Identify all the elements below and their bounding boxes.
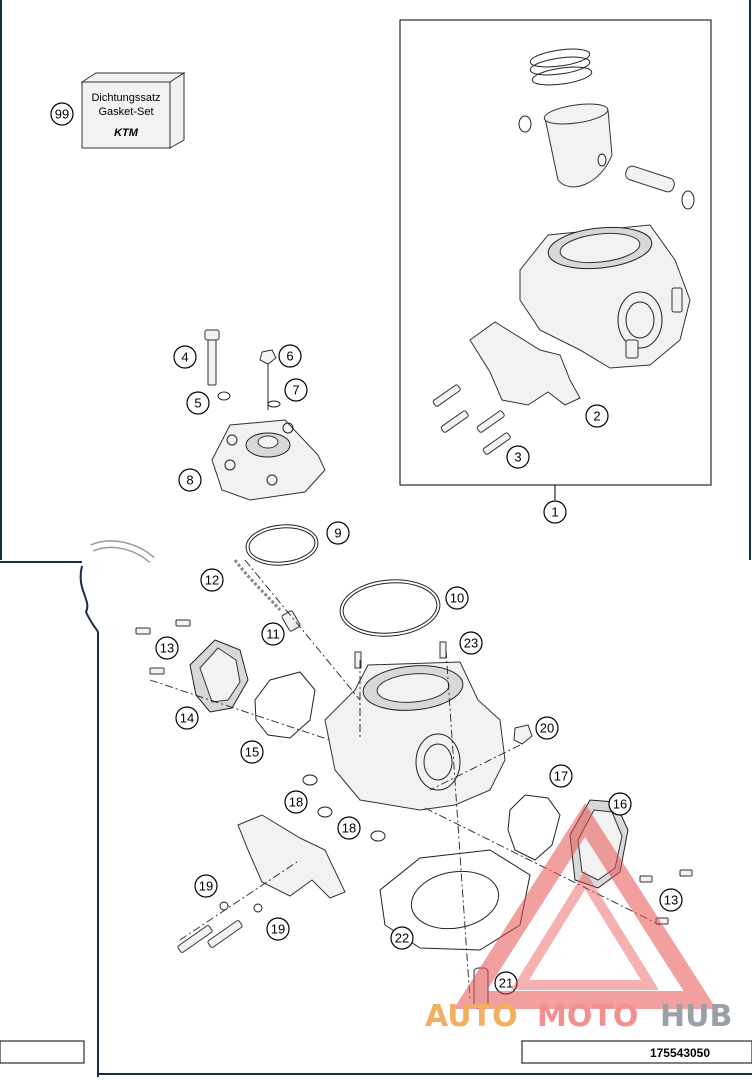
drawing-number: 175543050 bbox=[650, 1046, 710, 1060]
callout-14: 14 bbox=[175, 706, 199, 730]
cylinder-head-illustration bbox=[211, 419, 326, 501]
svg-text:13: 13 bbox=[160, 641, 174, 656]
svg-text:10: 10 bbox=[450, 591, 464, 606]
flange-illustration-upper bbox=[469, 321, 581, 406]
flange-illustration-lower bbox=[177, 814, 346, 953]
svg-text:6: 6 bbox=[286, 349, 293, 364]
callout-3: 3 bbox=[506, 445, 530, 469]
svg-text:22: 22 bbox=[395, 931, 409, 946]
svg-text:HUB: HUB bbox=[660, 999, 732, 1034]
title-block-right bbox=[521, 1040, 752, 1064]
svg-text:AUTO: AUTO bbox=[425, 999, 518, 1034]
svg-text:18: 18 bbox=[342, 821, 356, 836]
gasket-kit-box: Dichtungssatz Gasket-Set KTM bbox=[80, 72, 186, 149]
svg-text:15: 15 bbox=[245, 745, 259, 760]
svg-text:19: 19 bbox=[199, 879, 213, 894]
o-ring-9 bbox=[245, 524, 319, 566]
watermark-logo: AUTO MOTO HUB bbox=[425, 803, 732, 1034]
o-ring-10 bbox=[339, 579, 441, 637]
callout-21: 21 bbox=[494, 971, 518, 995]
svg-text:MOTO: MOTO bbox=[537, 999, 638, 1034]
callout-18-upper: 18 bbox=[284, 790, 308, 814]
hose-illustration bbox=[90, 540, 155, 564]
piston-rings-illustration bbox=[529, 48, 593, 86]
callout-8: 8 bbox=[178, 468, 202, 492]
callout-13-right: 13 bbox=[659, 888, 683, 912]
callout-5: 5 bbox=[186, 391, 210, 415]
callout-99: 99 bbox=[50, 102, 74, 126]
svg-text:3: 3 bbox=[514, 450, 521, 465]
callout-6: 6 bbox=[278, 344, 302, 368]
assembly-lines bbox=[149, 559, 661, 1001]
head-bolt-illustration bbox=[204, 329, 231, 401]
svg-text:13: 13 bbox=[664, 893, 678, 908]
cable-12 bbox=[233, 559, 301, 632]
exhaust-flange-illustration bbox=[189, 639, 249, 713]
bolt-set-3 bbox=[432, 384, 511, 455]
ktm-logo: KTM bbox=[114, 127, 139, 139]
svg-text:7: 7 bbox=[292, 383, 299, 398]
kit-label-line1: Dichtungssatz bbox=[91, 92, 160, 104]
callout-16: 16 bbox=[608, 792, 632, 816]
head-nut-illustration bbox=[259, 349, 281, 410]
svg-text:12: 12 bbox=[205, 573, 219, 588]
svg-text:99: 99 bbox=[55, 107, 69, 122]
callout-2: 2 bbox=[585, 404, 609, 428]
callout-7: 7 bbox=[284, 378, 308, 402]
callout-22: 22 bbox=[390, 926, 414, 950]
svg-text:9: 9 bbox=[334, 526, 341, 541]
svg-text:16: 16 bbox=[613, 797, 627, 812]
callout-1: 1 bbox=[543, 500, 567, 524]
svg-text:8: 8 bbox=[186, 473, 193, 488]
title-block-left bbox=[0, 1040, 85, 1064]
svg-text:5: 5 bbox=[194, 396, 201, 411]
cylinder-illustration-upper bbox=[519, 224, 691, 369]
svg-text:18: 18 bbox=[289, 795, 303, 810]
svg-text:23: 23 bbox=[464, 636, 478, 651]
o-rings-18 bbox=[302, 774, 386, 842]
svg-text:4: 4 bbox=[181, 350, 188, 365]
svg-text:1: 1 bbox=[551, 505, 558, 520]
svg-text:11: 11 bbox=[266, 627, 280, 642]
callout-19-left: 19 bbox=[194, 874, 218, 898]
svg-text:20: 20 bbox=[540, 721, 554, 736]
flange-gasket-illustration bbox=[254, 671, 316, 739]
piston-illustration bbox=[518, 103, 695, 210]
svg-text:17: 17 bbox=[554, 769, 568, 784]
svg-text:14: 14 bbox=[180, 711, 194, 726]
svg-text:2: 2 bbox=[593, 409, 600, 424]
callout-17: 17 bbox=[549, 764, 573, 788]
callout-11: 11 bbox=[261, 622, 285, 646]
svg-text:21: 21 bbox=[499, 976, 513, 991]
callout-4: 4 bbox=[173, 345, 197, 369]
callout-20: 20 bbox=[535, 716, 559, 740]
callout-15: 15 bbox=[240, 740, 264, 764]
callout-12: 12 bbox=[200, 568, 224, 592]
callout-23: 23 bbox=[459, 631, 483, 655]
callout-10: 10 bbox=[445, 586, 469, 610]
callout-18-lower: 18 bbox=[337, 816, 361, 840]
kit-label-line2: Gasket-Set bbox=[98, 106, 153, 118]
cylinder-illustration-lower bbox=[324, 641, 506, 811]
cover-gasket-illustration bbox=[507, 794, 561, 861]
callout-13-left: 13 bbox=[155, 636, 179, 660]
callout-9: 9 bbox=[326, 521, 350, 545]
bolts-13-left bbox=[135, 619, 191, 675]
svg-text:19: 19 bbox=[271, 922, 285, 937]
nut-20-illustration bbox=[513, 724, 533, 745]
callout-19-right: 19 bbox=[266, 917, 290, 941]
